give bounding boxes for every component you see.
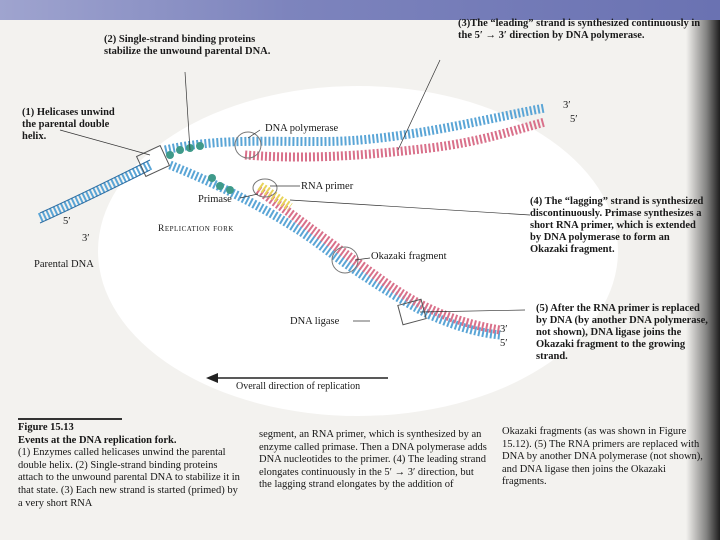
caption-column-3: Okazaki fragments (as was shown in Figur… xyxy=(502,426,712,489)
label-okazaki-fragment: Okazaki fragment xyxy=(371,251,447,263)
helicase-shape xyxy=(137,146,170,177)
caption-column-2: segment, an RNA primer, which is synthes… xyxy=(259,429,487,492)
figure-title: Events at the DNA replication fork. xyxy=(18,435,244,448)
label-5-prime-top: 5′ xyxy=(570,114,578,126)
label-overall-direction: Overall direction of replication xyxy=(236,381,360,392)
caption-rule xyxy=(18,418,122,420)
caption-text-1: (1) Enzymes called helicases unwind the … xyxy=(18,447,240,508)
label-3-prime-left: 3′ xyxy=(82,233,90,245)
label-helicases: (1) Helicases unwind the parental double… xyxy=(22,107,118,143)
leading-strand-branch xyxy=(165,108,545,159)
label-3-prime-top: 3′ xyxy=(563,100,571,112)
label-5-prime-left: 5′ xyxy=(63,216,71,228)
label-pointer-lines xyxy=(60,60,530,321)
label-lagging-strand: (4) The “lagging” strand is synthesized … xyxy=(530,196,708,256)
label-dna-polymerase: DNA polymerase xyxy=(265,123,338,135)
label-leading-strand: (3)The “leading” strand is synthesized c… xyxy=(458,18,702,42)
label-5-prime-bottom: 5′ xyxy=(500,338,508,350)
parental-double-helix xyxy=(40,160,150,223)
label-dna-ligase: DNA ligase xyxy=(290,316,339,328)
label-parental-dna: Parental DNA xyxy=(34,259,94,271)
label-dna-ligase-step: (5) After the RNA primer is replaced by … xyxy=(536,303,708,363)
label-single-strand-binding-proteins: (2) Single-strand binding proteins stabi… xyxy=(104,34,274,58)
label-rna-primer: RNA primer xyxy=(301,181,353,193)
label-3-prime-bottom: 3′ xyxy=(500,324,508,336)
caption-column-1: Figure 15.13 Events at the DNA replicati… xyxy=(18,422,244,510)
figure-number: Figure 15.13 xyxy=(18,422,244,435)
label-replication-fork: Replication fork xyxy=(158,223,234,235)
label-primase: Primase xyxy=(198,194,232,206)
